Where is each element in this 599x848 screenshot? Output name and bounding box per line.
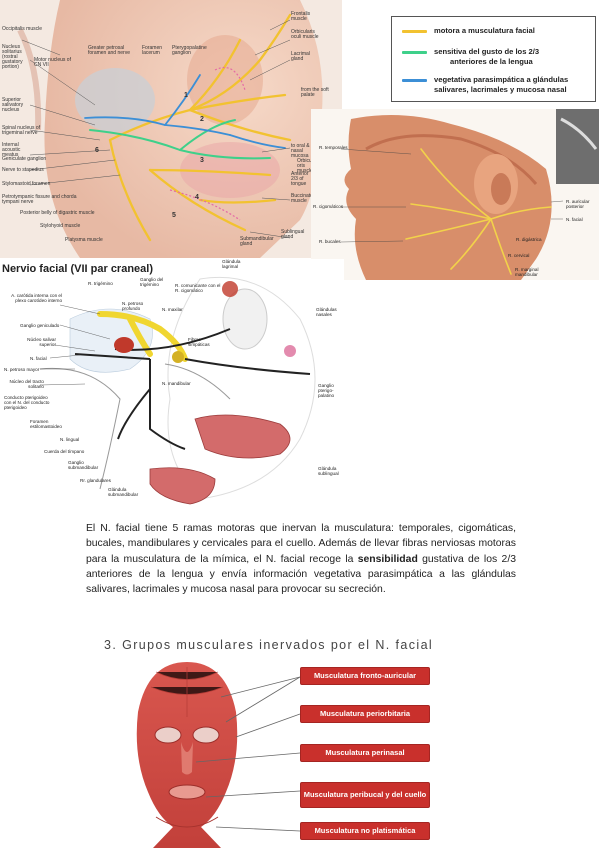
legend-text-parasympathetic: vegetativa parasimpática a glándulas	[434, 75, 569, 84]
label-ganglio-geniculado: Ganglio geniculado	[20, 323, 60, 328]
label-nucleus-solitarius: Nucleus solitarius (rostral gustatory po…	[2, 44, 23, 70]
label-internal-acoustic: Internal acoustic meatus	[2, 142, 21, 158]
face-illustration	[311, 109, 599, 280]
label-r-marginal-mandibular: R. marginal mandibular	[515, 267, 539, 277]
paragraph-part-2: gustativa de los 2/3 anteriores de la le…	[86, 553, 516, 596]
label-stylomastoid: Stylomastoid foramen	[2, 181, 51, 187]
number-3: 3	[200, 157, 204, 164]
facial-branches-figure: R. temporales R. cigomáticos R. bucales …	[311, 109, 599, 280]
number-6: 6	[95, 147, 99, 154]
label-r-digastrica: R. digástrica	[516, 237, 542, 242]
label-superior-salivatory: Superior salivatory nucleus	[2, 97, 24, 113]
label-r-temporales: R. temporales	[319, 145, 348, 150]
label-conducto-pterigoideo: Conducto pterigoideo con el N. del condu…	[4, 395, 50, 410]
label-petroso-profundo: N. petroso profundo	[122, 301, 144, 311]
label-ganglio-submandibular: Ganglio submandibular	[68, 460, 99, 470]
label-platysma: Platysma muscle	[65, 237, 103, 243]
label-glandula-lagrimal: Glándula lagrimal	[222, 259, 241, 269]
label-r-bucales: R. bucales	[319, 239, 341, 244]
label-ganglio-pterigopalatino: Ganglio pterigo-palatino	[318, 383, 335, 398]
legend-text-motor: motora a musculatura facial	[434, 26, 535, 35]
label-carotida: A. carótida interna con el plexo carotíd…	[11, 293, 62, 303]
facial-muscles-figure	[126, 657, 248, 848]
color-legend: motora a musculatura facial sensitiva de…	[391, 16, 596, 102]
tag-fronto-auricular: Musculatura fronto-auricular	[300, 667, 430, 685]
number-5: 5	[172, 212, 176, 219]
label-submandibular: Submandibular gland	[240, 236, 274, 247]
legend-swatch-motor	[402, 30, 427, 33]
label-occipitalis: Occipitalis muscle	[2, 26, 43, 32]
tag-periorbitaria: Musculatura periorbitaria	[300, 705, 430, 723]
facial-nerve-anatomy-figure: Occipitalis muscle Nucleus solitarius (r…	[0, 0, 342, 258]
label-geniculate: Geniculate ganglion	[2, 156, 47, 162]
label-motor-nucleus: Motor nucleus of CN VII	[34, 57, 71, 68]
label-sublingual: Sublingual gland	[281, 229, 305, 240]
label-buccinator: Buccinator muscle	[291, 193, 315, 204]
label-pterygopalatine: Pterygopalatine ganglion	[172, 45, 207, 56]
legend-swatch-sensory	[402, 51, 427, 54]
label-nucleo-salivar: Núcleo salivar superior	[27, 337, 56, 347]
number-2: 2	[200, 116, 204, 123]
label-digastric: Posterior belly of digastric muscle	[20, 210, 95, 216]
label-ganglio-trigemino: Ganglio del trigémino	[140, 277, 164, 287]
label-stylohyoid: Stylohyoid muscle	[40, 223, 81, 229]
tag-perinasal: Musculatura perinasal	[300, 744, 430, 762]
label-orbicularis-oculi: Orbicularis oculi muscle	[291, 29, 319, 40]
paragraph-bold-term: sensibilidad	[357, 553, 418, 565]
paragraph-part-1: El N. facial tiene 5 ramas motoras que i…	[86, 523, 516, 565]
tag-no-platismatica: Musculatura no platismática	[300, 822, 430, 840]
label-nerve-stapedius: Nerve to stapedius	[2, 167, 44, 173]
legend-text-sensory: sensitiva del gusto de los 2/3	[434, 47, 540, 56]
label-glandulas-nasales: Glándulas nasales	[316, 307, 337, 317]
schematic-illustration	[39, 276, 316, 505]
number-1: 1	[184, 92, 188, 99]
legend-swatch-parasympathetic	[402, 79, 427, 82]
label-fibras-simpaticas: Fibras simpáticas	[188, 337, 210, 347]
label-glandula-submandibular: Glándula submandibular	[108, 487, 139, 497]
number-4: 4	[195, 194, 199, 201]
facial-nerve-schematic: Nervio facial (VII par craneal)	[0, 259, 344, 510]
label-r-trigemino: R. trigémino	[88, 281, 113, 286]
label-n-lingual: N. lingual	[60, 437, 80, 442]
label-oral-nasal-mucosa: to oral & nasal mucosa	[291, 143, 310, 159]
label-petroso-mayor: N. petroso mayor	[4, 367, 40, 372]
legend-text-parasympathetic-2: salivares, lacrimales y mucosa nasal	[434, 85, 567, 94]
label-rr-glandulares: Rr. glandulares	[80, 478, 111, 483]
description-paragraph: El N. facial tiene 5 ramas motoras que i…	[86, 521, 516, 597]
label-glandula-sublingual: Glándula sublingual	[318, 466, 339, 476]
label-r-comunicante: R. comunicante con el R. cigomático	[175, 283, 221, 293]
label-soft-palate: from the soft palate	[301, 87, 329, 98]
tag-peribucal-cuello: Musculatura peribucal y del cuello	[300, 782, 430, 808]
label-n-mandibular: N. mandibular	[162, 381, 191, 386]
schematic-title: Nervio facial (VII par craneal)	[2, 263, 154, 275]
label-cuerda-timpano: Cuerda del tímpano	[44, 449, 85, 454]
section-title: 3. Grupos musculares inervados por el N.…	[104, 638, 434, 652]
label-tracto-solitario: Núcleo del tracto solitario	[9, 379, 44, 389]
label-n-facial-schematic: N. facial	[30, 356, 47, 361]
label-lacrimal: Lacrimal gland	[291, 51, 310, 62]
label-frontalis: Frontalis muscle	[291, 11, 311, 22]
label-orbicularis-oris: Orbicularis oris muscle	[297, 158, 321, 174]
anatomy-illustration	[0, 0, 342, 258]
label-n-maxilar: N. maxilar	[162, 307, 183, 312]
label-greater-petrosal: Greater petrosal foramen and nerve	[88, 45, 130, 56]
label-r-cigomaticos: R. cigomáticos	[313, 204, 344, 209]
label-r-cervical: R. cervical	[508, 253, 530, 258]
label-petrotympanic: Petrotympanic fissure and chorda tympani…	[2, 194, 77, 205]
label-foramen-estilomastoideo: Foramen estilomastoideo	[30, 419, 62, 429]
label-anterior-tongue: Anterior 2/3 of tongue	[291, 171, 309, 187]
label-foramen-lacerum: Foramen lacerum	[142, 45, 163, 56]
label-n-facial: N. facial	[566, 217, 583, 222]
muscle-face-illustration	[126, 657, 248, 848]
label-r-auricular-posterior: R. auricular posterior	[566, 199, 590, 209]
legend-text-sensory-2: anteriores de la lengua	[450, 57, 533, 66]
label-spinal-nucleus: Spinal nucleus of trigeminal nerve	[2, 125, 41, 136]
muscle-leader-lines	[195, 676, 301, 832]
